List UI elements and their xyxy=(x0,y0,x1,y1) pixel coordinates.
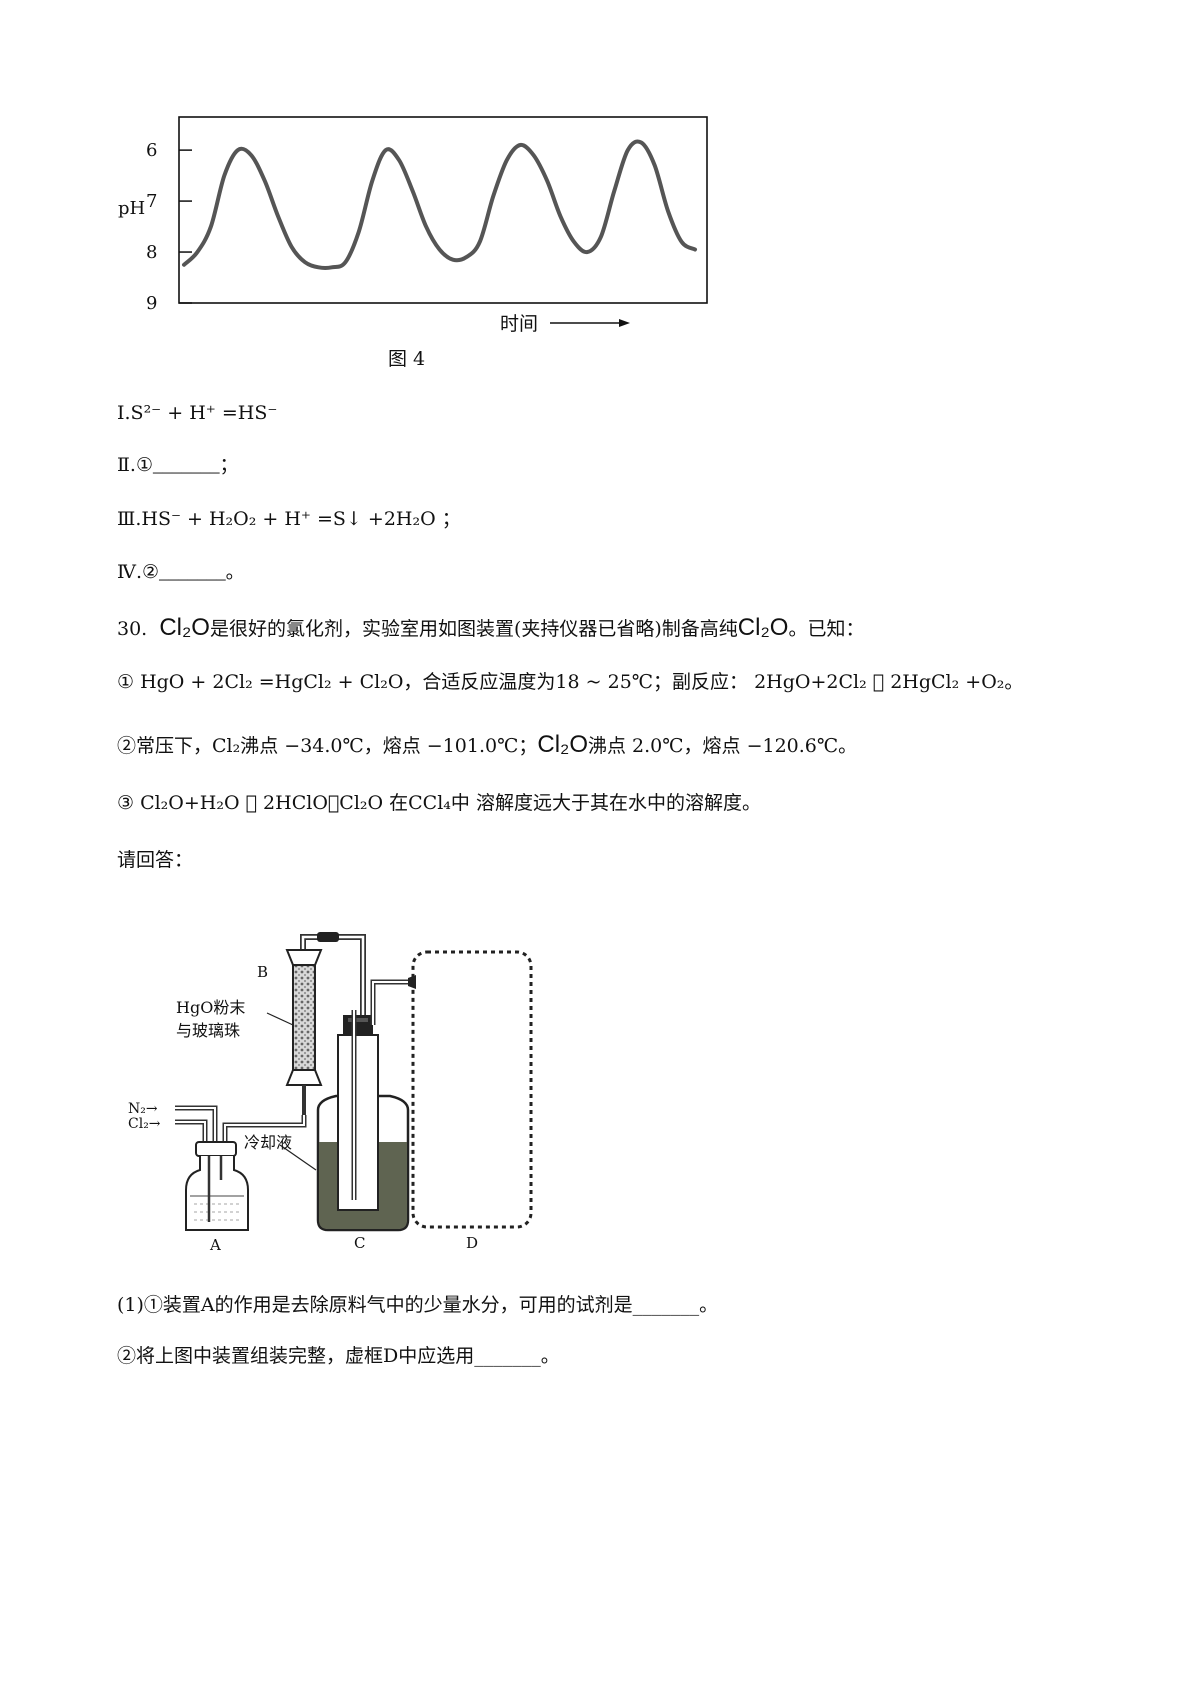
answer-blank-2: _______。 xyxy=(159,562,245,583)
q30-prompt: 请回答： xyxy=(117,849,194,871)
label-n2: N₂→ xyxy=(128,1101,158,1117)
q30-known-1: ① HgO + 2Cl₂ =HgCl₂ + Cl₂O，合适反应温度为18 ~ 2… xyxy=(117,671,1024,693)
tube-clamp xyxy=(317,932,339,942)
label-a: A xyxy=(209,1236,221,1250)
y-tick-label: 9 xyxy=(146,293,157,314)
ph-series-line xyxy=(182,139,697,270)
label-b: B xyxy=(257,963,268,981)
figure-caption: 图 4 xyxy=(388,348,426,370)
formula-cl2o-3: Cl₂O xyxy=(537,731,589,758)
q30-known-2: ②常压下，Cl₂沸点 −34.0℃，熔点 −101.0℃；Cl₂O沸点 2.0℃… xyxy=(117,731,858,758)
reaction-3: Ⅲ.HS⁻ + H₂O₂ + H⁺ =S↓ +2H₂O ； xyxy=(117,508,461,530)
reaction-2: Ⅱ.①_______； xyxy=(117,454,239,476)
chart-frame xyxy=(178,116,708,304)
question-1-1: (1)①装置A的作用是去除原料气中的少量水分，可用的试剂是_______。 xyxy=(117,1294,719,1316)
q30-known-3: ③ Cl₂O+H₂O ⃞ 2HClO，Cl₂O 在CCl₄中 溶解度远大于其在水… xyxy=(117,792,761,814)
ph-time-chart: 6 7 8 9 pH 时间 xyxy=(118,116,708,335)
label-cooling-liquid: 冷却液 xyxy=(244,1133,292,1152)
apparatus-diagram: B HgO粉末 与玻璃珠 N₂→ Cl₂→ A 冷却液 C D xyxy=(128,932,533,1250)
label-cl2: Cl₂→ xyxy=(128,1116,161,1132)
wash-bottle-a xyxy=(185,1141,249,1231)
formula-cl2o-2: Cl₂O xyxy=(737,614,789,641)
column-b xyxy=(285,949,323,1115)
y-tick-label: 7 xyxy=(146,191,157,212)
q30-intro: 30. Cl₂O是很好的氯化剂，实验室用如图装置(夹持仪器已省略)制备高纯Cl₂… xyxy=(117,614,865,641)
question-1-2: ②将上图中装置组装完整，虚框D中应选用_______。 xyxy=(117,1345,560,1367)
formula-cl2o: Cl₂O xyxy=(159,614,210,641)
label-hgo-powder: HgO粉末 xyxy=(176,998,245,1017)
label-glass-beads: 与玻璃珠 xyxy=(176,1021,240,1040)
reaction-1: Ⅰ.S²⁻ + H⁺ =HS⁻ xyxy=(117,402,278,424)
label-d: D xyxy=(466,1234,478,1250)
x-axis-arrow xyxy=(550,319,630,327)
label-c: C xyxy=(354,1234,365,1250)
x-axis-label: 时间 xyxy=(500,313,538,335)
y-tick-label: 6 xyxy=(146,140,157,161)
flask-c xyxy=(316,975,416,1232)
y-tick-label: 8 xyxy=(146,242,157,263)
answer-blank-1: _______； xyxy=(153,455,239,476)
dashed-box-d xyxy=(411,950,533,1229)
reaction-4: Ⅳ.②_______。 xyxy=(117,561,245,583)
y-axis-label: pH xyxy=(118,198,145,219)
